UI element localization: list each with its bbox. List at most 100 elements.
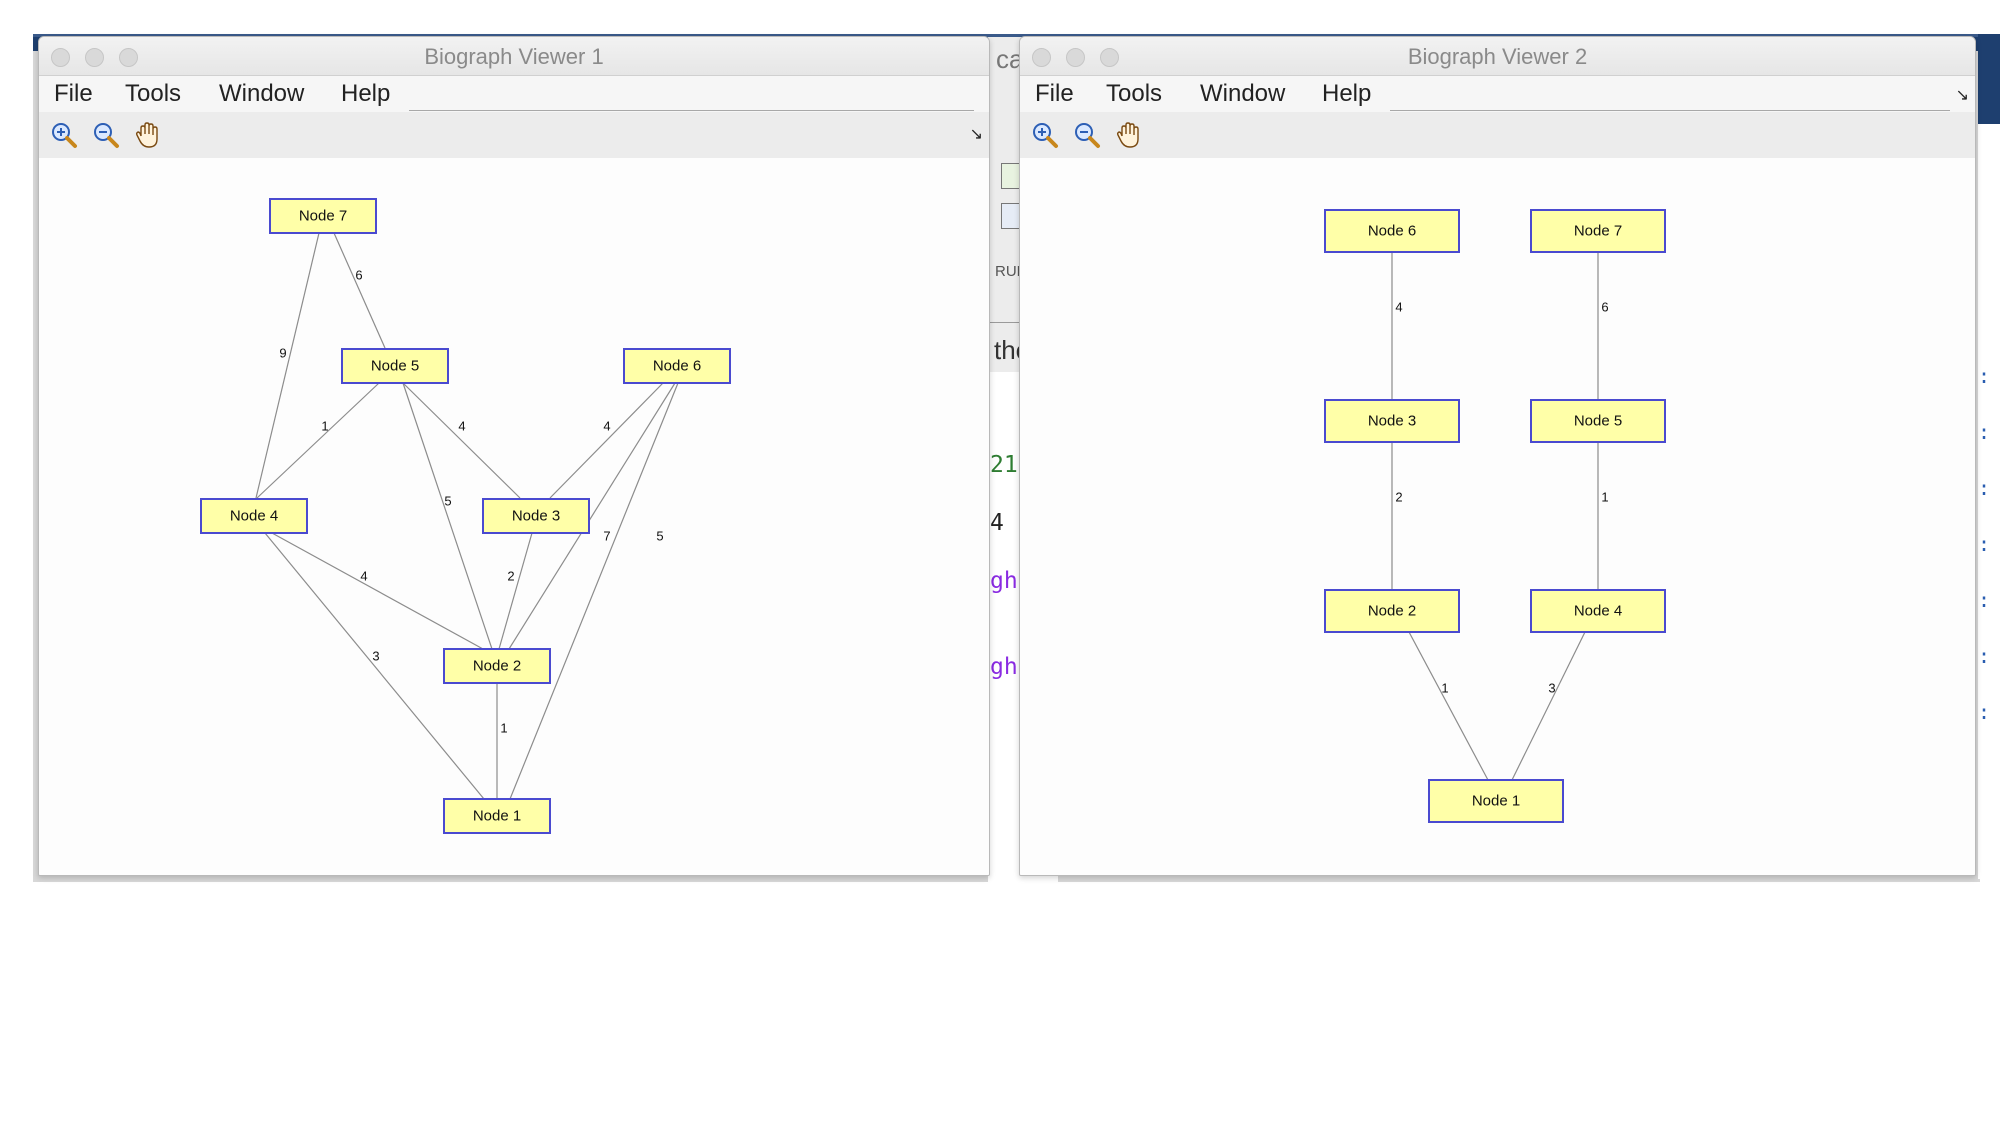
edge-n4-n1[interactable]	[264, 532, 485, 800]
edge-weight-n4-n1: 3	[372, 649, 379, 664]
edge-weight-n6-n3: 4	[1395, 300, 1402, 315]
node-label: Node 7	[1574, 223, 1622, 240]
graph-node-n4[interactable]: Node 4	[1530, 589, 1666, 633]
edge-weight-n6-n2: 7	[603, 529, 610, 544]
graph-node-n1[interactable]: Node 1	[1428, 779, 1564, 823]
graph-node-n6[interactable]: Node 6	[623, 348, 731, 384]
node-label: Node 3	[1368, 413, 1416, 430]
node-box[interactable]	[1324, 399, 1460, 443]
node-box[interactable]	[482, 498, 590, 534]
title-bar[interactable]: Biograph Viewer 1	[39, 37, 989, 76]
zoom-in-icon[interactable]	[1030, 120, 1060, 150]
menu-window[interactable]: Window	[219, 80, 305, 107]
pan-hand-icon[interactable]	[1114, 120, 1144, 150]
node-box[interactable]	[341, 348, 449, 384]
menu-help[interactable]: Help	[341, 80, 391, 107]
menu-help[interactable]: Help	[1322, 80, 1372, 107]
node-box[interactable]	[269, 198, 377, 234]
undock-icon[interactable]: ↘	[969, 126, 983, 143]
graph-node-n5[interactable]: Node 5	[341, 348, 449, 384]
node-label: Node 7	[299, 208, 347, 225]
node-box[interactable]	[443, 798, 551, 834]
title-bar[interactable]: Biograph Viewer 2	[1020, 37, 1975, 76]
edge-n3-n2[interactable]	[498, 532, 533, 650]
edge-n7-n5[interactable]	[333, 232, 386, 349]
menu-tools[interactable]: Tools	[1106, 80, 1163, 107]
edge-weight-n7-n5: 6	[1601, 300, 1608, 315]
node-box[interactable]	[1428, 779, 1564, 823]
menu-file[interactable]: File	[54, 80, 93, 107]
graph-node-n4[interactable]: Node 4	[200, 498, 308, 534]
graph-node-n1[interactable]: Node 1	[443, 798, 551, 834]
node-box[interactable]	[1530, 399, 1666, 443]
node-box[interactable]	[443, 648, 551, 684]
node-box[interactable]	[1324, 589, 1460, 633]
edge-n4-n1[interactable]	[1511, 631, 1586, 781]
edge-n6-n1[interactable]	[509, 382, 679, 800]
node-label: Node 6	[1368, 223, 1416, 240]
zoom-out-icon[interactable]	[91, 120, 121, 150]
graph-node-n7[interactable]: Node 7	[269, 198, 377, 234]
graph-node-n2[interactable]: Node 2	[443, 648, 551, 684]
node-box[interactable]	[200, 498, 308, 534]
biograph-viewer-1-window: Biograph Viewer 1 File Tools Window Help…	[38, 36, 990, 876]
undock-icon[interactable]: ↘	[1955, 87, 1969, 104]
menu-tools[interactable]: Tools	[125, 80, 182, 107]
edge-weight-n5-n2: 5	[444, 494, 451, 509]
node-label: Node 1	[1472, 793, 1520, 810]
node-label: Node 4	[1574, 603, 1622, 620]
edge-n6-n3[interactable]	[549, 382, 664, 499]
edge-n2-n1[interactable]	[1408, 631, 1489, 781]
zoom-in-icon[interactable]	[49, 120, 79, 150]
edge-n6-n2[interactable]	[508, 382, 676, 650]
graph-node-n3[interactable]: Node 3	[1324, 399, 1460, 443]
graph-node-n2[interactable]: Node 2	[1324, 589, 1460, 633]
zoom-button[interactable]	[119, 48, 138, 67]
minimize-button[interactable]	[85, 48, 104, 67]
edge-n4-n2[interactable]	[271, 532, 484, 650]
edge-n5-n4[interactable]	[256, 382, 380, 499]
edge-n7-n4[interactable]	[255, 232, 320, 499]
node-label: Node 3	[512, 508, 560, 525]
toolbar: ↘	[39, 112, 989, 159]
pan-hand-icon[interactable]	[133, 120, 163, 150]
window-title: Biograph Viewer 1	[424, 44, 604, 69]
node-box[interactable]	[1324, 209, 1460, 253]
minimize-button[interactable]	[1066, 48, 1085, 67]
graph-node-n7[interactable]: Node 7	[1530, 209, 1666, 253]
close-button[interactable]	[1032, 48, 1051, 67]
edge-weight-n7-n4: 9	[279, 346, 286, 361]
edge-weight-n6-n3: 4	[603, 419, 610, 434]
node-label: Node 5	[371, 358, 419, 375]
node-label: Node 1	[473, 808, 521, 825]
node-label: Node 2	[473, 658, 521, 675]
node-label: Node 4	[230, 508, 278, 525]
menu-window[interactable]: Window	[1200, 80, 1286, 107]
node-label: Node 2	[1368, 603, 1416, 620]
graph-node-n6[interactable]: Node 6	[1324, 209, 1460, 253]
edge-n5-n2[interactable]	[402, 382, 493, 650]
node-box[interactable]	[623, 348, 731, 384]
edge-weight-n3-n2: 2	[1395, 490, 1402, 505]
edge-weight-n4-n1: 3	[1548, 681, 1555, 696]
edge-weight-n3-n2: 2	[507, 569, 514, 584]
edge-weight-n7-n5: 6	[355, 268, 362, 283]
zoom-button[interactable]	[1100, 48, 1119, 67]
menu-file[interactable]: File	[1035, 80, 1074, 107]
graph-node-n3[interactable]: Node 3	[482, 498, 590, 534]
node-box[interactable]	[1530, 209, 1666, 253]
edge-weight-n4-n2: 4	[360, 569, 367, 584]
node-box[interactable]	[1530, 589, 1666, 633]
biograph-viewer-2-window: Biograph Viewer 2 File Tools Window Help…	[1019, 36, 1976, 876]
zoom-out-icon[interactable]	[1072, 120, 1102, 150]
graph-node-n5[interactable]: Node 5	[1530, 399, 1666, 443]
close-button[interactable]	[51, 48, 70, 67]
edge-n5-n3[interactable]	[402, 382, 521, 499]
edge-weight-n2-n1: 1	[500, 721, 507, 736]
edge-weight-n5-n3: 4	[458, 419, 465, 434]
right-edge-fragment: : : : : : : :	[1978, 34, 2000, 879]
